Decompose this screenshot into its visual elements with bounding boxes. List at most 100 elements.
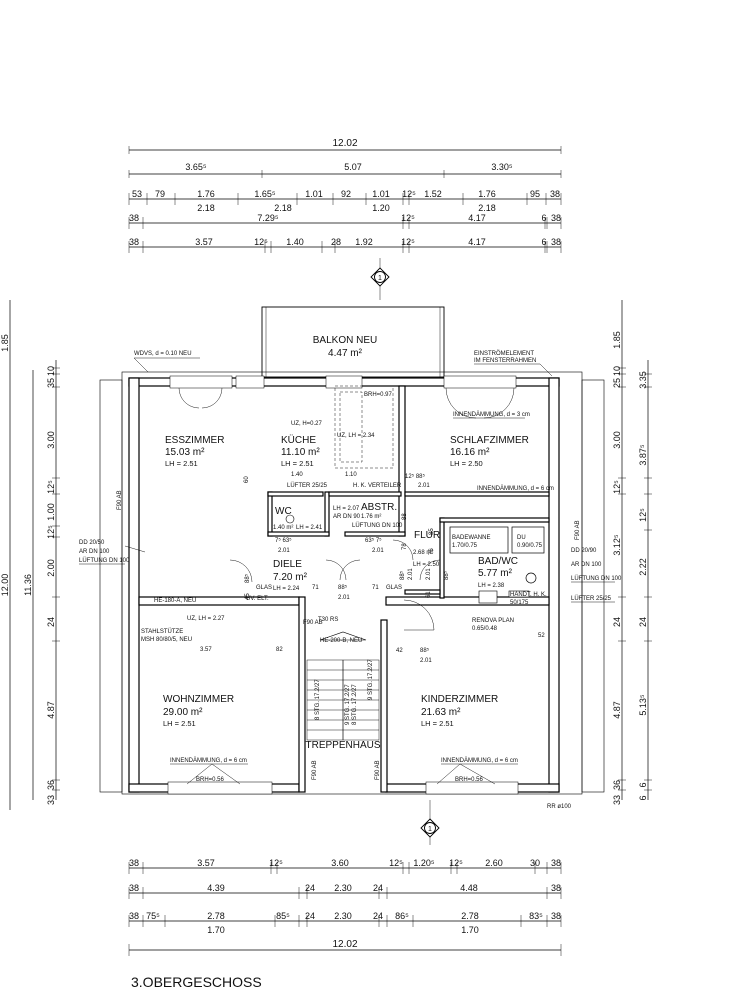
dim-inner-88f: 88	[402, 513, 408, 520]
dim-inner-357: 3.57	[200, 647, 212, 653]
note-he180: HE-180-A, NEU	[154, 598, 196, 604]
bad-lh: LH = 2.38	[478, 583, 505, 589]
dim-inner-140: 1.40	[291, 472, 303, 478]
note-he200: HE-200-B, NEU	[320, 638, 362, 644]
dim-right-i8: 6	[638, 795, 648, 800]
stair-note-2: 9 STG. 17.2/27	[345, 684, 351, 725]
note-f90ab-2: F90 AB	[303, 620, 323, 626]
dim-top-4-1: 38	[129, 213, 139, 223]
dim-bot-3-1: 38	[129, 911, 139, 921]
wohnzimmer-area: 29.00 m²	[163, 707, 203, 718]
schlafzimmer-area: 16.16 m²	[450, 447, 490, 458]
dim-top-3-7: 1.01	[372, 189, 390, 199]
dim-bot-3-5: 24	[305, 911, 315, 921]
dim-bot-3b-2: 1.70	[461, 925, 479, 935]
dim-bot-1-9: 30	[530, 858, 540, 868]
dim-right-s7: 4.87	[612, 701, 622, 719]
dim-top-3b-2: 2.18	[274, 203, 292, 213]
kitchen-counter	[334, 385, 394, 469]
dim-top-4-3: 12⁵	[401, 213, 415, 223]
dim-top-4-6: 38	[551, 213, 561, 223]
dim-inner-201a: 2.01	[418, 483, 430, 489]
diele-name: DIELE	[273, 559, 302, 570]
dim-right-i3: 12⁵	[638, 508, 648, 522]
dim-bot-3-8: 86⁵	[395, 911, 409, 921]
dim-bot-3-2: 75⁵	[146, 911, 160, 921]
esszimmer-area: 15.03 m²	[165, 447, 205, 458]
section-label-top: 1	[378, 275, 382, 282]
bathtub-size: 1.70/0.75	[452, 543, 478, 549]
note-t30rs: T30 RS	[318, 617, 338, 623]
dim-inner-76: 76	[429, 548, 435, 555]
dim-top-3b-4: 2.18	[478, 203, 496, 213]
handt-label: HANDT. H. K.	[510, 592, 547, 598]
note-innendaemm-6b: INNENDÄMMUNG, d = 6 cm	[170, 757, 247, 764]
dim-inner-42: 42	[396, 648, 403, 654]
dim-bot-3-10: 83⁵	[529, 911, 543, 921]
dim-inner-71b: 71	[372, 585, 379, 591]
dim-left-s5: 1.00	[46, 503, 56, 521]
dim-right-s1: 10	[612, 366, 622, 376]
note-ar-dn100b: AR DN 100	[571, 562, 602, 568]
dim-right-i6: 5.13⁵	[638, 694, 648, 716]
dimension-chains-left: 1.85 12.00 11.36 10 35 3.00 12⁵ 1.00 12⁵…	[0, 300, 60, 810]
washbasin	[478, 590, 498, 604]
wc-toilet	[285, 514, 295, 524]
dim-left-outer-1: 1.85	[0, 334, 10, 352]
dim-right-s4: 12⁵	[612, 480, 622, 494]
abstr-name: ABSTR.	[361, 502, 397, 513]
dim-inner-85: 85	[429, 528, 435, 535]
dim-top-3-12: 38	[550, 189, 560, 199]
wc-lh: LH = 2.41	[296, 525, 323, 531]
note-hk-verteiler: H. K. VERTEILER	[353, 483, 402, 489]
dim-inner-52: 52	[538, 633, 545, 639]
dim-top-5-5: 28	[331, 237, 341, 247]
dim-top-3-11: 95	[530, 189, 540, 199]
dim-bot-1-3: 12⁵	[269, 858, 283, 868]
bad-name: BAD/WC	[478, 556, 518, 567]
dim-top-5-8: 4.17	[468, 237, 486, 247]
dim-left-s7: 2.00	[46, 559, 56, 577]
note-f90ab-1: F90 AB	[117, 490, 123, 510]
dim-left-s11: 33	[46, 795, 56, 805]
section-label-bottom: 1	[428, 826, 432, 833]
dim-bot-1-10: 38	[551, 858, 561, 868]
dim-inner-88a: 88⁵	[338, 584, 348, 591]
outer-walls	[99, 371, 605, 795]
dim-bot-1-2: 3.57	[197, 858, 215, 868]
dim-bot-3-6: 2.30	[334, 911, 352, 921]
dim-inner-201c: 2.01	[372, 548, 384, 554]
dim-total-width: 12.02	[332, 138, 357, 149]
dim-left-s10: 36	[46, 780, 56, 790]
dim-bot-3-9: 2.78	[461, 911, 479, 921]
dim-top-2c: 3.30⁵	[491, 162, 513, 172]
dim-top-3-1: 53	[132, 189, 142, 199]
dim-left-s3: 3.00	[46, 431, 56, 449]
kinderzimmer-lh: LH = 2.51	[421, 719, 454, 728]
dim-bot-1-7: 12⁵	[449, 858, 463, 868]
note-f90ab-4: F90 AB	[375, 760, 381, 780]
shower	[511, 526, 545, 554]
dim-top-5-2: 3.57	[195, 237, 213, 247]
note-einstroem-2: IM FENSTERRAHMEN	[474, 358, 536, 364]
dim-bot-3-11: 38	[551, 911, 561, 921]
dim-left-s9: 4.87	[46, 701, 56, 719]
note-innendaemm-6c: INNENDÄMMUNG, d = 6 cm	[441, 757, 518, 764]
annotations: WDVS, d = 0.10 NEU BRH=0.97 EINSTRÖMELEM…	[79, 350, 622, 810]
note-brh056b: BRH=0.56	[455, 777, 484, 783]
dim-left-s8: 24	[46, 617, 56, 627]
kinderzimmer-name: KINDERZIMMER	[421, 694, 498, 705]
note-uz-lh: UZ, LH = 2.34	[337, 433, 375, 439]
note-lueft-dn100c: LÜFTUNG DN 100	[571, 575, 622, 582]
dim-right-s6: 24	[612, 617, 622, 627]
dim-top-2a: 3.65⁵	[185, 162, 207, 172]
kueche-lh: LH = 2.51	[281, 459, 314, 468]
note-einstroem: EINSTRÖMELEMENT	[474, 350, 534, 357]
dim-right-s9: 33	[612, 795, 622, 805]
esszimmer-lh: LH = 2.51	[165, 459, 198, 468]
dim-right-i7: 6	[638, 782, 648, 787]
note-lueft-dn100: LÜFTUNG DN 100	[352, 522, 403, 529]
note-ar-dn90: AR DN 90	[333, 514, 361, 520]
note-lueft-2525b: LÜFTER 25/25	[571, 595, 612, 602]
dim-right-s5: 3.12⁵	[612, 534, 622, 556]
